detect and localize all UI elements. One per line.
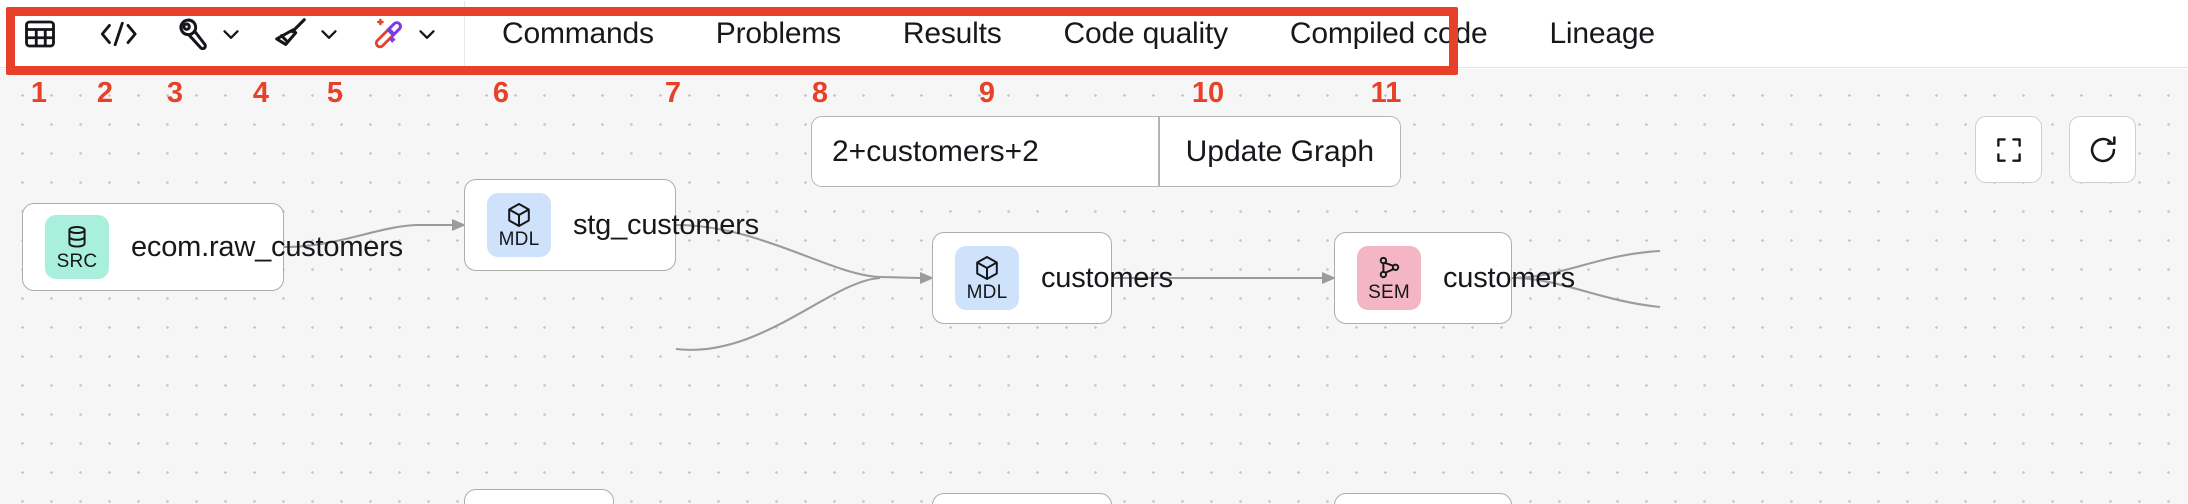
node-badge-label: SRC — [56, 251, 98, 272]
broom-icon[interactable] — [268, 10, 312, 58]
fullscreen-icon — [1996, 137, 2021, 162]
wrench-icon[interactable] — [170, 10, 214, 58]
node-label: customers — [1443, 261, 1575, 294]
magic-wand-icon[interactable] — [366, 10, 410, 58]
table-icon[interactable] — [18, 10, 62, 58]
lineage-node-partial[interactable] — [1334, 493, 1512, 504]
toolbar-divider — [464, 0, 465, 67]
lineage-canvas[interactable]: SRC ecom.raw_customers MDL stg_customers — [0, 69, 2188, 504]
node-badge-mdl: MDL — [487, 193, 551, 257]
node-label: stg_customers — [573, 208, 759, 241]
chevron-down-icon[interactable] — [216, 12, 246, 56]
cube-icon — [508, 203, 530, 227]
fullscreen-button[interactable] — [1975, 116, 2042, 183]
graph-search-input[interactable] — [812, 117, 1158, 186]
node-badge-sem: SEM — [1357, 246, 1421, 310]
node-badge-label: MDL — [966, 282, 1008, 303]
tab-commands[interactable]: Commands — [502, 16, 654, 50]
chevron-down-icon[interactable] — [314, 12, 344, 56]
tab-lineage[interactable]: Lineage — [1549, 16, 1655, 50]
lineage-node-customers-mdl[interactable]: MDL customers — [932, 232, 1173, 324]
editor-tabs: Commands Problems Results Code quality C… — [471, 0, 1686, 68]
cube-icon — [976, 256, 998, 280]
lineage-node-partial[interactable] — [932, 493, 1112, 504]
database-icon — [68, 225, 86, 248]
tab-results[interactable]: Results — [902, 16, 1002, 50]
semantic-icon — [1379, 256, 1400, 279]
search-divider — [1158, 117, 1160, 186]
tab-problems[interactable]: Problems — [715, 16, 841, 50]
lineage-node-stg-customers[interactable]: MDL stg_customers — [464, 179, 759, 271]
node-label: customers — [1041, 261, 1173, 294]
tab-code-quality[interactable]: Code quality — [1063, 16, 1229, 50]
editor-toolbar: Commands Problems Results Code quality C… — [0, 0, 2188, 68]
lineage-node-partial[interactable] — [464, 489, 614, 504]
lineage-node-customers-sem[interactable]: SEM customers — [1334, 232, 1575, 324]
refresh-button[interactable] — [2069, 116, 2136, 183]
toolbar-tool-group — [0, 0, 471, 68]
chevron-down-icon[interactable] — [412, 12, 442, 56]
tab-compiled-code[interactable]: Compiled code — [1289, 16, 1488, 50]
code-icon[interactable] — [96, 10, 140, 58]
node-label: ecom.raw_customers — [131, 230, 403, 263]
graph-search-bar: Update Graph — [811, 116, 1402, 187]
node-badge-label: SEM — [1368, 282, 1410, 303]
lineage-node-ecom-raw-customers[interactable]: SRC ecom.raw_customers — [22, 203, 403, 291]
ai-assistant-menu[interactable] — [366, 10, 442, 58]
tools-menu[interactable] — [170, 10, 246, 58]
refresh-icon — [2090, 135, 2116, 162]
node-badge-label: MDL — [498, 229, 540, 250]
format-menu[interactable] — [268, 10, 344, 58]
update-graph-button[interactable]: Update Graph — [1159, 117, 1401, 186]
node-badge-src: SRC — [45, 215, 109, 279]
node-badge-mdl: MDL — [955, 246, 1019, 310]
